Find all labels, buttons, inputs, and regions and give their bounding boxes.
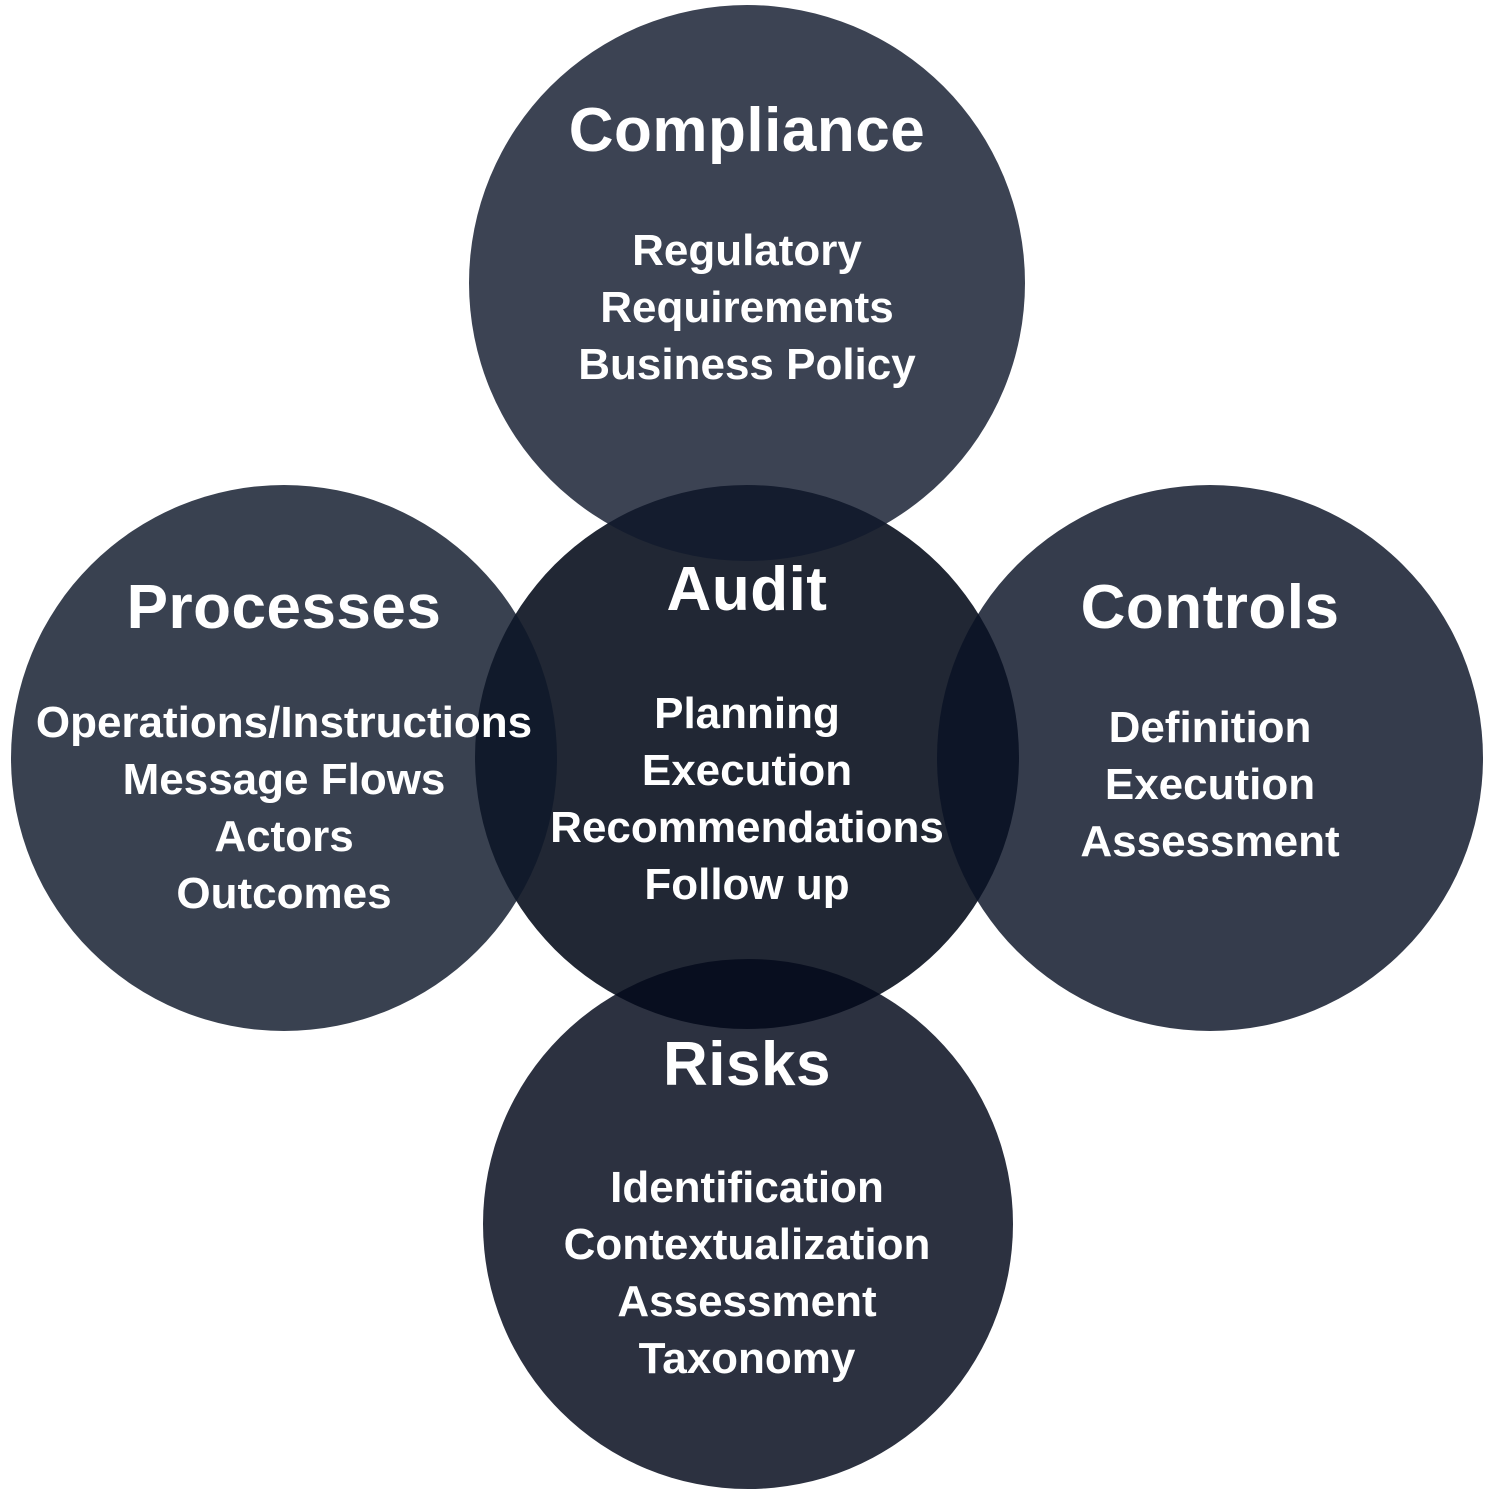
audit-body-line: Recommendations <box>550 803 944 852</box>
risks-title: Risks <box>663 1030 831 1099</box>
processes-body: Operations/Instructions Message Flows Ac… <box>0 694 884 922</box>
controls-body-line: Definition <box>1108 703 1312 752</box>
compliance-circle <box>469 5 1025 561</box>
audit-body-line: Follow up <box>644 860 850 909</box>
compliance-body: Regulatory Requirements Business Policy <box>0 222 1494 393</box>
audit-title: Audit <box>666 555 828 624</box>
risks-body-line: Taxonomy <box>638 1334 856 1383</box>
compliance-body-line: Regulatory <box>632 226 862 275</box>
processes-body-line: Operations/Instructions <box>35 698 533 747</box>
controls-body: Definition Execution Assessment <box>610 699 1494 870</box>
risks-circle <box>483 959 1013 1489</box>
controls-body-line: Assessment <box>1080 817 1340 866</box>
controls-circle <box>937 485 1483 1031</box>
audit-circle <box>475 485 1019 1029</box>
risks-body-line: Identification <box>610 1163 884 1212</box>
audit-body-line: Execution <box>641 746 853 795</box>
compliance-title: Compliance <box>568 96 926 165</box>
processes-title: Processes <box>126 573 442 642</box>
controls-title: Controls <box>1080 573 1340 642</box>
compliance-body-line: Business Policy <box>578 340 916 389</box>
audit-body-line: Planning <box>654 689 840 738</box>
controls-body-line: Execution <box>1104 760 1316 809</box>
processes-body-line: Outcomes <box>176 869 392 918</box>
audit-body: Planning Execution Recommendations Follo… <box>0 685 1494 913</box>
processes-body-line: Actors <box>214 812 354 861</box>
risks-body-line: Assessment <box>617 1277 877 1326</box>
compliance-body-line: Requirements <box>600 283 894 332</box>
risks-body-line: Contextualization <box>563 1220 931 1269</box>
risks-body: Identification Contextualization Assessm… <box>0 1159 1494 1387</box>
processes-body-line: Message Flows <box>122 755 446 804</box>
processes-circle <box>11 485 557 1031</box>
